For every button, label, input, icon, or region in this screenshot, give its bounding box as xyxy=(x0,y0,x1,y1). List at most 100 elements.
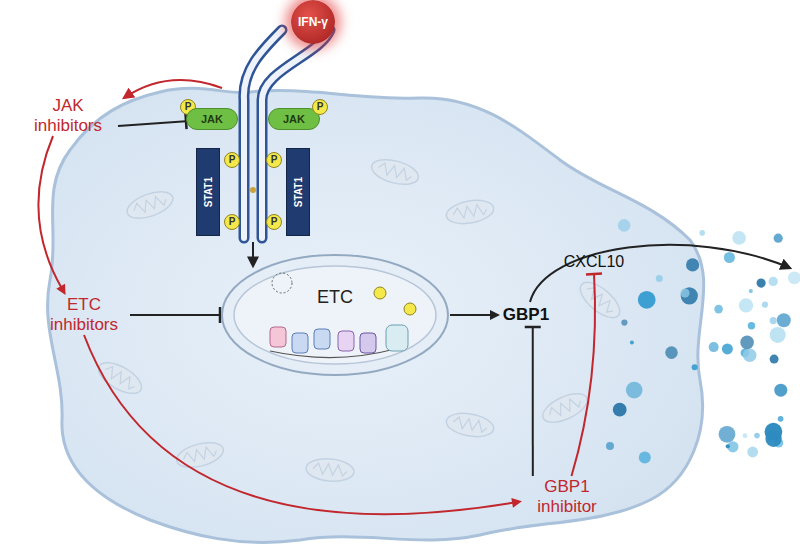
mitochondrion-outline xyxy=(444,410,495,440)
connector xyxy=(450,310,500,320)
cytokine-dot xyxy=(699,230,705,236)
cytokine-dot xyxy=(778,416,784,422)
cytokine-dot xyxy=(774,234,783,243)
chemokine-label: CXCL10 xyxy=(558,250,630,274)
cytokine-dot xyxy=(770,317,777,324)
phosphate-circle: P xyxy=(224,152,240,168)
cytokine-dot xyxy=(762,302,768,308)
cytokine-dot xyxy=(692,364,698,370)
mitochondrion-shape xyxy=(220,253,450,377)
cytokine-dot xyxy=(613,403,627,417)
mitochondrion-cristae xyxy=(584,284,617,314)
cytokine-dot xyxy=(726,444,730,448)
inhibition-bar xyxy=(525,326,541,329)
mitochondrion-node: ETC xyxy=(220,253,450,377)
inhibition-bar xyxy=(586,272,602,275)
cytokine-dot xyxy=(747,447,758,458)
mitochondrion-outline xyxy=(305,457,355,483)
cytokine-dot xyxy=(748,322,755,329)
cell-membrane xyxy=(48,88,704,542)
inner-membrane xyxy=(234,266,436,364)
connector-line xyxy=(118,121,186,126)
mini-mitochondrion xyxy=(174,438,226,472)
node-text: P xyxy=(229,217,236,227)
mitochondrion-outline xyxy=(539,388,592,428)
node-text: IFN-γ xyxy=(298,15,328,29)
connector xyxy=(118,113,187,129)
node-text: GBP1 inhibitor xyxy=(522,477,612,517)
atp-synthase xyxy=(386,325,408,351)
mitochondrion-cristae xyxy=(452,203,487,220)
connector-line xyxy=(450,314,492,316)
mini-mitochondrion xyxy=(444,197,495,227)
cytokine-dot xyxy=(656,275,663,282)
mini-mitochondrion xyxy=(369,155,421,189)
etc-complex xyxy=(292,333,308,353)
cytokine-dot xyxy=(749,289,753,293)
cytokine-dot xyxy=(770,355,779,364)
connector xyxy=(572,274,602,476)
cytokine-dot xyxy=(714,305,723,314)
background-mitochondria xyxy=(94,155,626,483)
cytokine-dot xyxy=(626,382,643,399)
phosphate-circle: P xyxy=(224,214,240,230)
secretion-arrow xyxy=(530,245,790,302)
mitochondrion-cristae xyxy=(182,445,218,464)
cytokine-dot xyxy=(765,423,783,441)
mitochondrion-cristae xyxy=(547,395,582,419)
cytokine-dot xyxy=(630,340,634,344)
etc-complex xyxy=(270,327,286,347)
cytokine-dot xyxy=(743,433,748,438)
cytokine-dot xyxy=(606,442,614,450)
mini-mitochondrion xyxy=(444,410,495,440)
cytokine-dot xyxy=(681,287,698,304)
inhibitor-label: JAK inhibitors xyxy=(18,96,118,136)
cytokine-dot xyxy=(754,433,760,439)
mitochondrion-outline xyxy=(94,356,147,399)
cytokine-dot xyxy=(686,258,699,271)
mini-mitochondrion xyxy=(94,356,147,399)
node-text: P xyxy=(317,102,324,112)
node-text: P xyxy=(271,155,278,165)
mitochondrion-cristae xyxy=(103,364,138,391)
connector xyxy=(130,307,220,323)
mini-mitochondrion xyxy=(539,388,592,428)
signal-arrow xyxy=(252,242,254,266)
cytokine-dot xyxy=(740,336,754,350)
atp-dot xyxy=(374,287,386,299)
node-text: GBP1 xyxy=(503,305,549,325)
arrow-head xyxy=(511,498,522,508)
cytokine-dot xyxy=(774,384,787,397)
etc-complex xyxy=(338,331,354,351)
node-text: CXCL10 xyxy=(564,253,624,271)
stat-box: STAT1 xyxy=(196,148,220,236)
connector-line xyxy=(572,274,596,476)
node-text: P xyxy=(271,217,278,227)
arrow-head xyxy=(490,310,500,320)
mini-mitochondrion xyxy=(124,186,177,223)
cytokine-dot xyxy=(777,313,791,327)
phosphate-circle: P xyxy=(266,152,282,168)
mitochondrion-outline xyxy=(444,197,495,227)
connector xyxy=(525,327,541,476)
node-text: JAK xyxy=(201,113,223,125)
node-text: P xyxy=(229,155,236,165)
etc-complex xyxy=(360,333,376,353)
node-text: STAT1 xyxy=(203,177,214,207)
mitochondrion-outline xyxy=(575,276,626,324)
cytokine-dot xyxy=(757,279,766,288)
cycle-symbol xyxy=(272,273,292,293)
cytokine-dot xyxy=(680,289,689,298)
cytokine-dot xyxy=(724,252,735,263)
node-text: JAK xyxy=(283,113,305,125)
mini-mitochondrion xyxy=(305,457,355,483)
ligand-circle: IFN-γ xyxy=(291,0,335,44)
cytokine-dot xyxy=(709,342,719,352)
cytokine-dot xyxy=(732,231,746,245)
receptor-chains xyxy=(244,30,330,238)
node-text: ETC inhibitors xyxy=(38,295,130,335)
cytokine-dot xyxy=(743,349,757,363)
connector xyxy=(38,136,65,295)
kinase-oval: JAK xyxy=(186,108,238,130)
